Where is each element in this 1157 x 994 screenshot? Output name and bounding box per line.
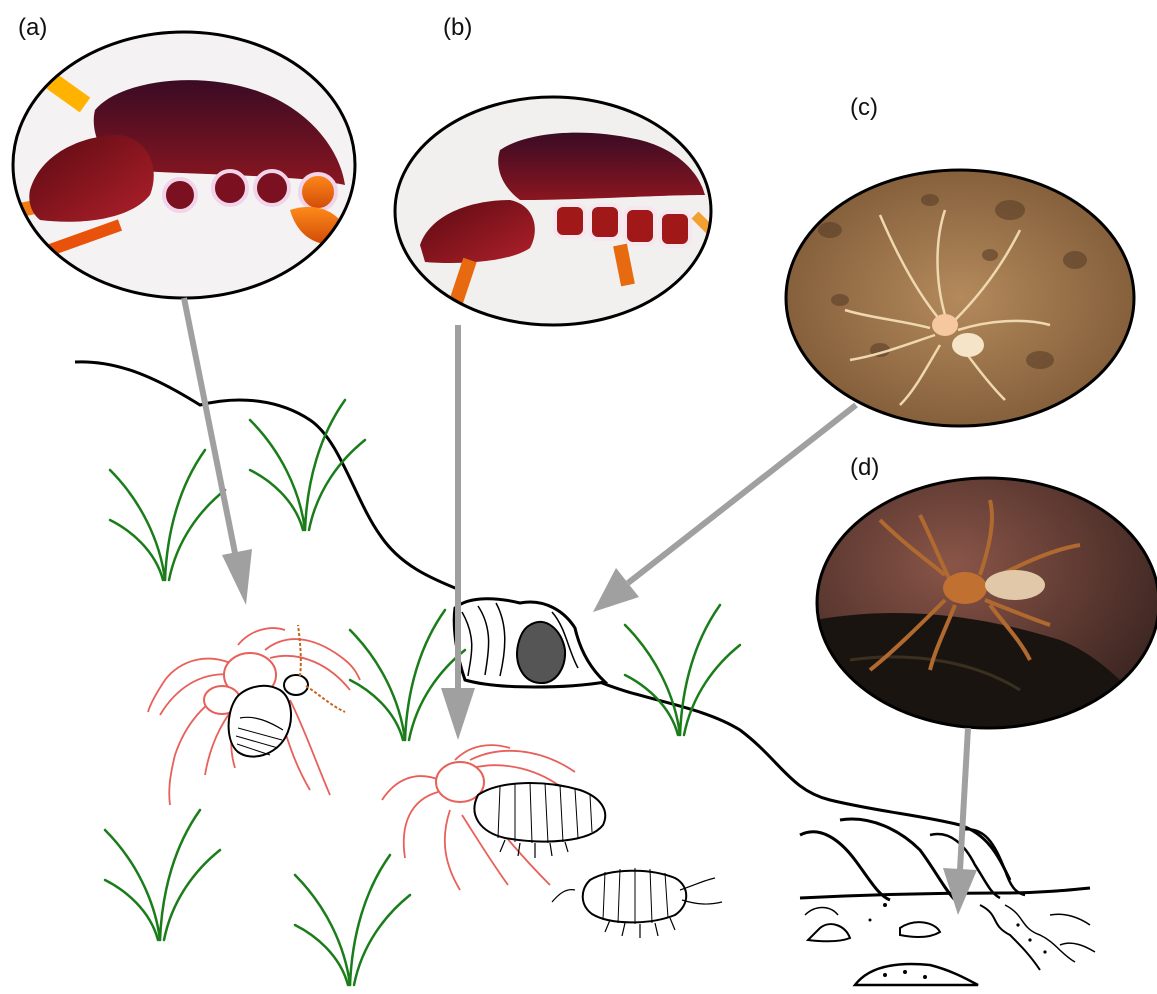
panel-label-b: (b) [443, 14, 472, 42]
grass-tuft-icon [350, 610, 465, 740]
grass-tuft-icon [110, 450, 225, 580]
grass-tuft-icon [625, 605, 740, 735]
stream-area [800, 819, 1095, 985]
grass-tuft-icon [105, 810, 220, 940]
burrow-entrance [517, 622, 565, 683]
burrow-icon [454, 599, 605, 687]
photo-d [815, 475, 1157, 730]
photo-a [10, 30, 360, 300]
photo-b [390, 95, 720, 330]
hill-outline [75, 362, 460, 590]
spider-attacking-beetle-sketch [148, 625, 360, 805]
arrow-a [184, 298, 252, 605]
arrow-c [593, 405, 856, 612]
woodlouse-icon [474, 783, 605, 858]
panel-label-a: (a) [18, 14, 47, 42]
photo-c [780, 165, 1140, 430]
spider-attacking-woodlouse-sketch [382, 745, 605, 890]
woodlouse-icon [552, 868, 722, 938]
panel-label-d: (d) [850, 454, 879, 482]
panel-label-c: (c) [850, 94, 878, 122]
grass-tuft-icon [295, 855, 410, 985]
